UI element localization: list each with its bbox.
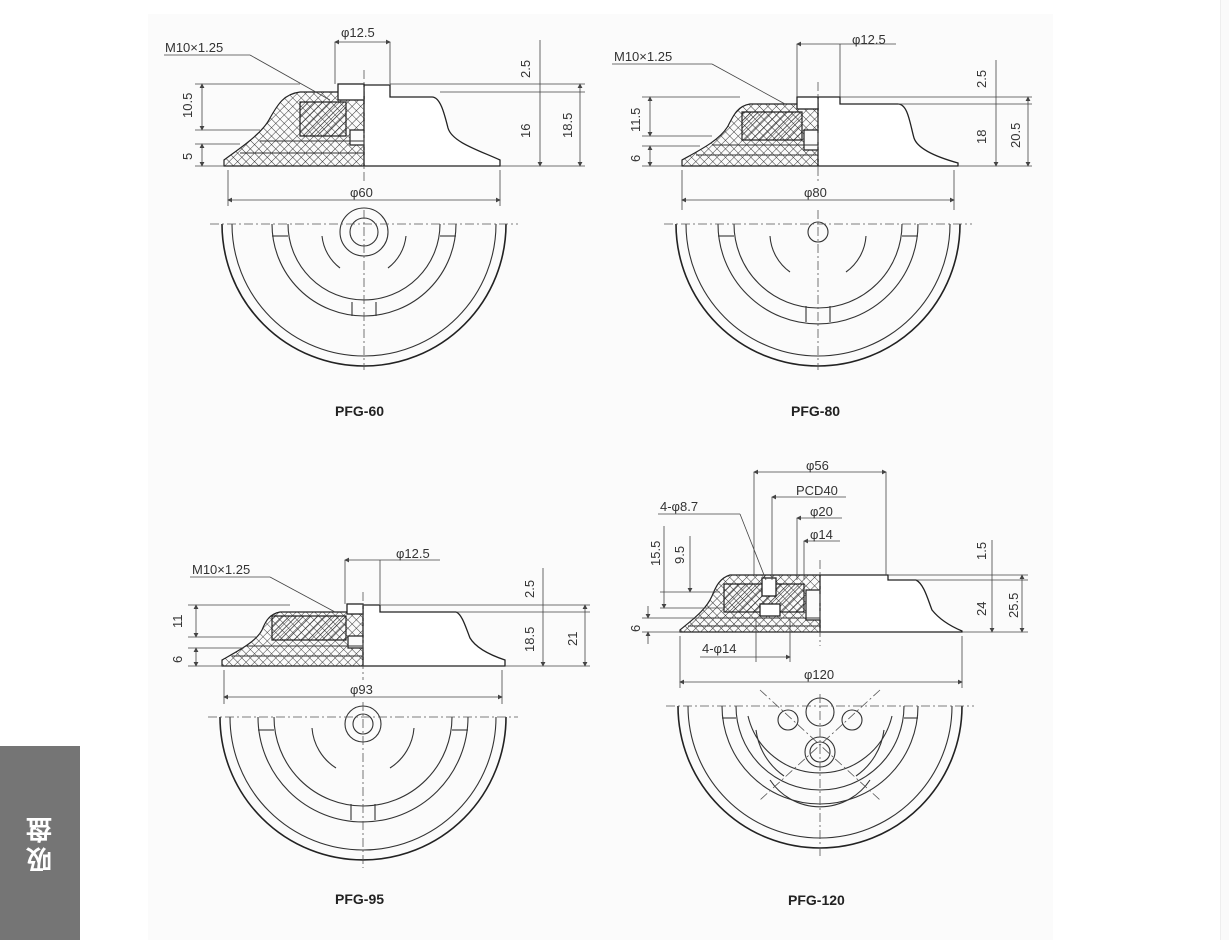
pfg80-h-body: 18: [974, 130, 989, 144]
pfg120-d14: φ14: [810, 527, 833, 542]
pfg120-section: φ56 PCD40 φ20 φ14 4-φ8.7 4-φ14 φ120 15.5…: [628, 458, 1028, 688]
pfg95-h-top: 2.5: [522, 580, 537, 598]
pfg95-top-dia: φ12.5: [396, 546, 430, 561]
pfg60-dia: φ60: [350, 185, 373, 200]
pfg80-dia: φ80: [804, 185, 827, 200]
pfg120-h6: 6: [628, 625, 643, 632]
pfg120-d56: φ56: [806, 458, 829, 473]
pfg80-top-dia: φ12.5: [852, 32, 886, 47]
pfg60-h-total: 18.5: [560, 113, 575, 138]
pfg80-caption: PFG-80: [791, 403, 840, 419]
pfg95-thread: M10×1.25: [192, 562, 250, 577]
pfg60-h-body: 16: [518, 124, 533, 138]
pfg80-h-total: 20.5: [1008, 123, 1023, 148]
pfg60-plan: PFG-60: [210, 207, 518, 419]
drawing-sheet: [148, 14, 1053, 940]
pfg60-section: φ12.5 M10×1.25 φ60 2.5 16 18.5 10.5 5: [164, 25, 585, 206]
pfg60-caption: PFG-60: [335, 403, 384, 419]
pfg95-caption: PFG-95: [335, 891, 384, 907]
pfg120-h255: 25.5: [1006, 593, 1021, 618]
pfg60-h-left-b: 5: [180, 153, 195, 160]
pfg120-h95: 9.5: [672, 546, 687, 564]
pfg60-h-left-a: 10.5: [180, 93, 195, 118]
pfg80-section: φ12.5 M10×1.25 φ80 2.5 18 20.5 11.5 6: [612, 32, 1032, 210]
pfg95-plan: PFG-95: [208, 702, 518, 907]
pfg80-h-left-a: 11.5: [628, 108, 643, 132]
pfg95-h-left-b: 6: [170, 656, 185, 663]
pfg95-dia: φ93: [350, 682, 373, 697]
pfg95-h-total: 21: [565, 632, 580, 646]
page-edge: [1220, 0, 1229, 940]
pfg60-top-dia: φ12.5: [341, 25, 375, 40]
pfg120-holes2: 4-φ14: [702, 641, 736, 656]
pfg120-h24: 24: [974, 602, 989, 616]
pfg120-holes: 4-φ8.7: [660, 499, 698, 514]
pfg95-h-body: 18.5: [522, 627, 537, 652]
pfg120-d20: φ20: [810, 504, 833, 519]
pfg80-thread: M10×1.25: [614, 49, 672, 64]
pfg80-plan: PFG-80: [664, 210, 972, 419]
pfg80-h-top: 2.5: [974, 70, 989, 88]
pfg60-thread: M10×1.25: [165, 40, 223, 55]
side-tab: [0, 746, 80, 940]
pfg95-h-left-a: 11: [170, 615, 185, 629]
pfg80-h-left-b: 6: [628, 155, 643, 162]
pfg120-caption: PFG-120: [788, 892, 845, 908]
pfg95-section: φ12.5 M10×1.25 φ93 2.5 18.5 21 11 6: [170, 546, 590, 704]
pfg120-h15: 1.5: [974, 542, 989, 560]
pfg120-h155: 15.5: [648, 541, 663, 566]
pfg120-pcd: PCD40: [796, 483, 838, 498]
pfg120-dia: φ120: [804, 667, 834, 682]
pfg120-plan: PFG-120: [666, 689, 974, 908]
pfg60-h-top: 2.5: [518, 60, 533, 78]
